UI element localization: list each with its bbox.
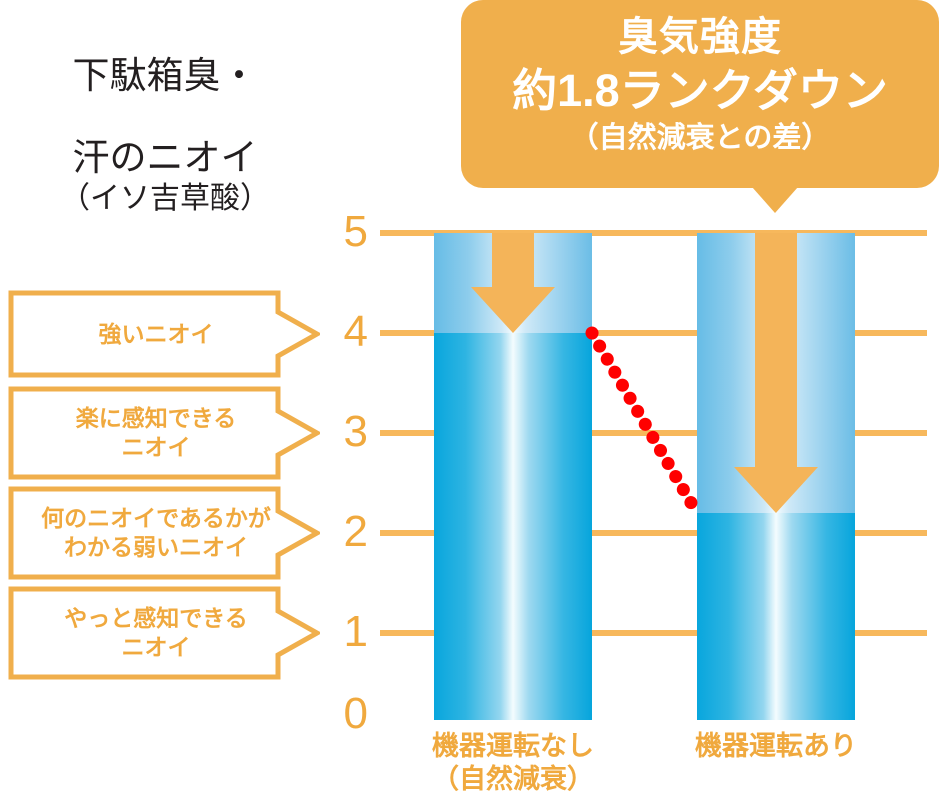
page-title: 下駄箱臭・ 汗のニオイ （イソ吉草酸） [0, 14, 330, 259]
ytick-5: 5 [343, 207, 368, 256]
scale-label-box-1-text: やっと感知できる ニオイ [64, 605, 248, 660]
gridline-2 [380, 530, 927, 536]
arrow-down-no-device [471, 233, 555, 333]
scale-label-box-3-text: 楽に感知できる ニオイ [75, 405, 237, 460]
scale-label-box-2: 何のニオイであるかが わかる弱いニオイ [8, 486, 320, 580]
scale-label-box-3: 楽に感知できる ニオイ [8, 386, 320, 480]
arrow-down-with-device [734, 233, 818, 513]
gridline-5 [380, 230, 927, 236]
bar-no-device-value-segment [434, 333, 592, 720]
gridline-1 [380, 630, 927, 636]
ytick-3: 3 [343, 407, 368, 456]
ytick-0: 0 [343, 689, 368, 738]
scale-label-box-3-frame [8, 386, 320, 480]
arrow-shaft [492, 233, 534, 289]
xlabel-no-device: 機器運転なし （自然減衰） [432, 731, 594, 794]
ytick-4: 4 [343, 307, 368, 356]
callout-tail [752, 187, 798, 213]
bar-with-device-value-segment [697, 513, 855, 720]
scale-label-box-4-frame [8, 290, 320, 378]
arrow-shaft [755, 233, 797, 469]
page-title-line1: 下駄箱臭・ [72, 55, 258, 96]
scale-label-box-1: やっと感知できる ニオイ [8, 586, 320, 680]
scale-label-box-1-frame [8, 586, 320, 680]
ytick-2: 2 [343, 507, 368, 556]
callout-line2: 約1.8ランクダウン [512, 65, 888, 116]
scale-label-box-2-frame [8, 486, 320, 580]
scale-label-box-2-text: 何のニオイであるかが わかる弱いニオイ [41, 505, 271, 560]
scale-label-box-4-text: 強いニオイ [98, 320, 214, 347]
arrow-head [734, 467, 818, 513]
page-title-line2: 汗のニオイ [72, 137, 258, 178]
callout-balloon: 臭気強度 約1.8ランクダウン （自然減衰との差） [461, 0, 939, 188]
dotted-connector-line [585, 326, 704, 520]
page-title-line3: （イソ吉草酸） [60, 182, 270, 215]
gridline-4 [380, 330, 927, 336]
callout-line3: （自然減衰との差） [569, 122, 831, 154]
callout-line1: 臭気強度 [618, 15, 782, 59]
scale-label-box-4: 強いニオイ [8, 290, 320, 378]
arrow-head [471, 287, 555, 333]
xlabel-with-device: 機器運転あり [695, 731, 857, 761]
ytick-1: 1 [343, 607, 368, 656]
